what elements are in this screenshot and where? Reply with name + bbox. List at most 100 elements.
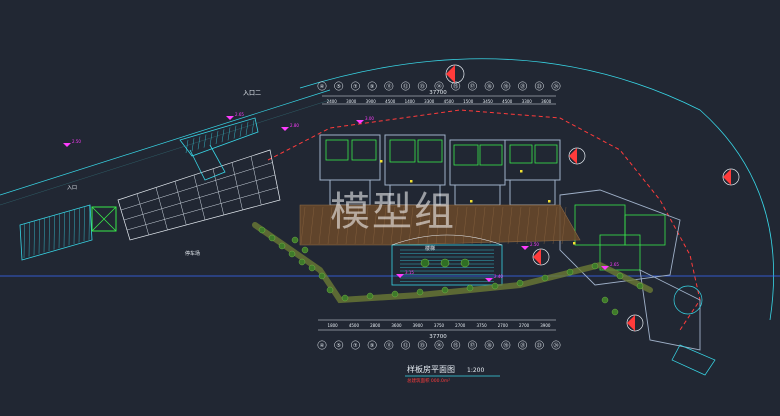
- stair-tread: [23, 223, 25, 259]
- tree-symbol: [516, 279, 524, 287]
- view-marker-2: [568, 147, 586, 165]
- grid-line: [126, 187, 278, 231]
- tree-symbol: [441, 286, 449, 294]
- axis-label: ㉓: [537, 83, 542, 90]
- light-marker: [470, 200, 473, 203]
- dim-value: 3900: [366, 99, 377, 104]
- elevation-mark: [226, 116, 234, 120]
- axis-bubble: [484, 340, 494, 350]
- axis-label: ⑱: [487, 83, 492, 90]
- deck-board: [498, 206, 504, 245]
- deck-board: [408, 206, 414, 245]
- upper-stair: [179, 117, 259, 181]
- light-marker: [520, 170, 523, 173]
- parking-grid: [117, 149, 281, 241]
- stair-tread: [28, 222, 30, 257]
- axis-label: ⑱: [487, 342, 492, 349]
- grid-line: [123, 174, 276, 221]
- stair-tread: [251, 120, 255, 134]
- room-outlines: [325, 139, 666, 271]
- dim-value: 4500: [444, 99, 455, 104]
- bottom-ramp: [671, 344, 716, 376]
- elevation-mark: [281, 127, 289, 131]
- axis-bubble: [334, 81, 344, 91]
- stair-tread: [83, 207, 85, 242]
- right-wing: [559, 189, 701, 351]
- deck-board: [354, 206, 360, 245]
- elevation-value: 3.00: [365, 116, 374, 121]
- axis-bubble: [334, 340, 344, 350]
- axis-bubble: [484, 81, 494, 91]
- tree-symbol: [491, 282, 499, 290]
- dim-value: 2800: [370, 323, 381, 328]
- deck-board: [363, 206, 369, 245]
- stair-tread: [43, 218, 45, 253]
- wood-deck: [299, 204, 581, 246]
- deck-board: [543, 206, 549, 245]
- axis-label: ⑬: [420, 83, 425, 90]
- axis-label: ⑮: [453, 83, 458, 90]
- dim-value: 3600: [391, 323, 402, 328]
- elevation-value: 2.50: [530, 242, 539, 247]
- stair-tread: [63, 212, 65, 247]
- stair-tread: [233, 125, 237, 139]
- tree-symbol: [318, 272, 326, 280]
- stair-tread: [203, 134, 207, 148]
- axis-label: ⑨: [370, 84, 374, 90]
- axis-bubble: [417, 340, 427, 350]
- tree-symbol: [616, 272, 624, 280]
- dim-value: 4500: [349, 323, 360, 328]
- axis-bubble: [467, 81, 477, 91]
- axis-bubble: [401, 81, 411, 91]
- tree-symbol: [460, 258, 470, 268]
- axis-label: ⑫: [403, 342, 408, 349]
- tree-symbol: [298, 258, 306, 266]
- deck-board: [327, 206, 333, 245]
- watermark: 模型组: [330, 189, 456, 235]
- tree-symbol: [541, 274, 549, 282]
- axis-bubble: [501, 340, 511, 350]
- axis-bubble: [350, 81, 360, 91]
- axis-bubble: [350, 340, 360, 350]
- light-marker: [548, 200, 551, 203]
- stair-tread: [53, 215, 55, 250]
- axis-bubble: [401, 340, 411, 350]
- elevation-value: 2.65: [610, 262, 619, 267]
- axis-label: ⑭: [436, 83, 441, 90]
- dim-value: 2400: [327, 99, 338, 104]
- axis-bubble: [417, 81, 427, 91]
- drawing-note: 总建筑面积 000.0m²: [407, 377, 450, 384]
- axis-bubble: [367, 340, 377, 350]
- red-boundary-dashed: [267, 109, 701, 331]
- axis-bubble: [534, 340, 544, 350]
- deck-board: [462, 206, 468, 245]
- elevation-mark: [601, 266, 609, 270]
- elevation-value: 3.15: [405, 270, 414, 275]
- deck-board: [318, 206, 324, 245]
- deck-board: [534, 206, 540, 245]
- axis-bubble: [551, 340, 561, 350]
- road-line-lower: [0, 99, 331, 206]
- axis-label: ⑲: [503, 342, 508, 349]
- stair-tread: [209, 132, 213, 146]
- axis-label: ⑭: [436, 342, 441, 349]
- dim-value: 4500: [502, 99, 513, 104]
- axis-label: ⑤: [336, 343, 340, 349]
- deck-board: [435, 206, 441, 245]
- tree-symbol: [440, 258, 450, 268]
- axis-bubble: [317, 81, 327, 91]
- deck-board: [372, 206, 378, 245]
- site-boundary-arc: [299, 58, 775, 321]
- light-marker: [573, 242, 576, 245]
- label-stair: 楼梯: [425, 245, 435, 252]
- elevation-mark: [485, 278, 493, 282]
- light-marker: [410, 180, 413, 183]
- axis-label: ④: [320, 343, 325, 349]
- elevation-mark: [63, 143, 71, 147]
- deck-board: [453, 206, 459, 245]
- axis-bubble: [534, 81, 544, 91]
- tree-symbol: [591, 262, 599, 270]
- tree-symbol: [291, 236, 299, 244]
- axis-bubble: [501, 81, 511, 91]
